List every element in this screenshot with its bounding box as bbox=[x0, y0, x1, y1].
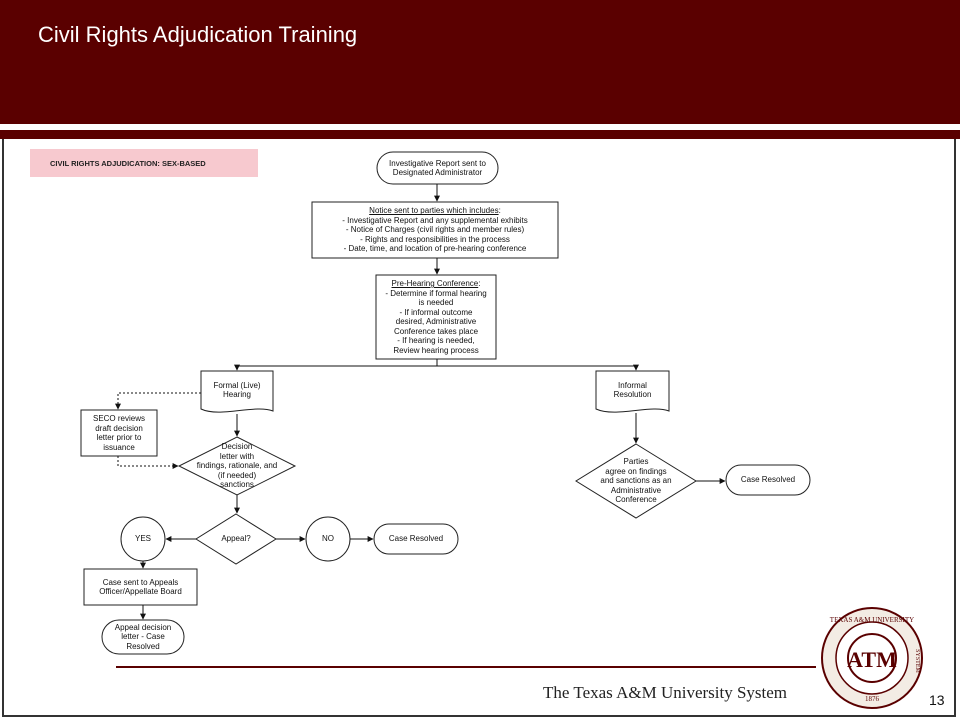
appeal-decision-shape bbox=[101, 619, 185, 655]
svg-text:ATM: ATM bbox=[847, 647, 897, 672]
prehearing-line: Conference takes place bbox=[393, 326, 479, 336]
investigative-report-node: Investigative Report sent to Designated … bbox=[377, 152, 498, 184]
no-node: NO bbox=[306, 529, 350, 549]
prehearing-node: Pre-Hearing Conference: - Determine if f… bbox=[385, 279, 487, 355]
no-label: NO bbox=[322, 534, 334, 544]
notice-line: - Rights and responsibilities in the pro… bbox=[360, 234, 510, 244]
parties-agree-shape bbox=[575, 443, 697, 519]
prehearing-line: is needed bbox=[418, 298, 454, 307]
notice-node: Notice sent to parties which includes: -… bbox=[342, 206, 528, 254]
formal-hearing-node: Formal (Live) Hearing bbox=[201, 372, 273, 408]
header-band bbox=[0, 130, 960, 139]
yes-label: YES bbox=[134, 534, 151, 544]
informal-resolution-line: Resolution bbox=[613, 390, 652, 399]
investigative-report-line: Designated Administrator bbox=[392, 168, 483, 177]
case-resolved-mid-node: Case Resolved bbox=[374, 524, 458, 554]
prehearing-heading: Pre-Hearing Conference bbox=[391, 279, 479, 288]
parties-agree-line: and sanctions as an bbox=[600, 476, 672, 486]
appeals-officer-shape bbox=[83, 568, 198, 606]
decision-letter-node: Decision letter with findings, rationale… bbox=[179, 439, 295, 493]
parties-agree-line: Conference bbox=[615, 495, 657, 505]
seco-review-line: issuance bbox=[103, 442, 135, 452]
informal-resolution-shape bbox=[595, 370, 670, 413]
footer-system-name: The Texas A&M University System bbox=[543, 683, 788, 702]
appeal-decision-line: Resolved bbox=[126, 641, 160, 651]
prehearing-line: desired, Administrative bbox=[395, 317, 477, 326]
decision-letter-line: findings, rationale, and bbox=[196, 461, 278, 471]
slide-frame bbox=[2, 139, 956, 717]
decision-letter-line: Decision bbox=[221, 442, 253, 452]
prehearing-line: - If informal outcome bbox=[399, 307, 473, 317]
case-resolved-right-shape bbox=[725, 464, 811, 496]
seco-review-line: letter prior to bbox=[96, 433, 142, 442]
case-resolved-mid-label: Case Resolved bbox=[388, 534, 444, 544]
case-resolved-right-label: Case Resolved bbox=[740, 475, 796, 485]
prehearing-line: Review hearing process bbox=[393, 345, 479, 355]
decision-letter-line: sanctions bbox=[220, 480, 254, 490]
decision-letter-line: (if needed) bbox=[217, 470, 257, 480]
decision-letter-line: letter with bbox=[219, 451, 255, 461]
informal-resolution-node: Informal Resolution bbox=[596, 372, 669, 408]
prehearing-line: - Determine if formal hearing bbox=[385, 288, 487, 298]
investigative-report-line: Investigative Report sent to bbox=[389, 158, 486, 168]
appeals-officer-node: Case sent to Appeals Officer/Appellate B… bbox=[84, 569, 197, 605]
notice-line: - Date, time, and location of pre-hearin… bbox=[343, 244, 527, 254]
notice-heading: Notice sent to parties which includes bbox=[369, 206, 499, 216]
appeal-decision-line: Appeal decision bbox=[114, 622, 172, 632]
seco-review-line: SECO reviews bbox=[92, 414, 145, 423]
notice-line: - Notice of Charges (civil rights and me… bbox=[345, 225, 525, 235]
parties-agree-line: agree on findings bbox=[605, 466, 667, 476]
dotted-formal-seco bbox=[115, 392, 201, 410]
case-resolved-mid-shape bbox=[373, 523, 459, 555]
diagram-badge: CIVIL RIGHTS ADJUDICATION: SEX-BASED bbox=[30, 149, 258, 177]
notice-line: - Investigative Report and any supplemen… bbox=[342, 215, 528, 225]
appeals-officer-line: Case sent to Appeals bbox=[102, 577, 179, 587]
parties-agree-node: Parties agree on findings and sanctions … bbox=[576, 454, 696, 508]
parties-agree-line: Parties bbox=[623, 457, 649, 467]
appeal-node: Appeal? bbox=[196, 529, 276, 549]
formal-hearing-shape bbox=[200, 370, 274, 413]
appeal-label: Appeal? bbox=[221, 534, 251, 544]
prehearing-shape bbox=[375, 274, 497, 360]
dotted-seco-decision bbox=[117, 456, 179, 469]
appeal-decision-node: Appeal decision letter - Case Resolved bbox=[102, 620, 184, 654]
appeals-officer-line: Officer/Appellate Board bbox=[99, 587, 182, 596]
informal-resolution-line: Informal bbox=[618, 380, 647, 390]
appeal-shape bbox=[195, 513, 277, 565]
seco-review-shape bbox=[80, 409, 158, 457]
svg-text:SYSTEM: SYSTEM bbox=[914, 649, 920, 673]
svg-text:TEXAS A&M UNIVERSITY: TEXAS A&M UNIVERSITY bbox=[830, 616, 914, 624]
page-number: 13 bbox=[929, 692, 945, 708]
formal-hearing-line: Formal (Live) bbox=[213, 380, 261, 390]
header-bar: Civil Rights Adjudication Training bbox=[0, 0, 960, 124]
university-seal-logo: ATM TEXAS A&M UNIVERSITY 1876 SYSTEM bbox=[821, 607, 923, 709]
yes-node: YES bbox=[121, 529, 165, 549]
seco-review-node: SECO reviews draft decision letter prior… bbox=[81, 410, 157, 456]
formal-hearing-line: Hearing bbox=[222, 390, 251, 399]
appeal-decision-line: letter - Case bbox=[121, 632, 165, 642]
notice-shape bbox=[311, 201, 559, 259]
prehearing-line: - If hearing is needed, bbox=[397, 336, 475, 345]
slide-title: Civil Rights Adjudication Training bbox=[38, 22, 358, 47]
footer-rule bbox=[116, 666, 816, 668]
parties-agree-line: Administrative bbox=[610, 485, 662, 495]
svg-text:1876: 1876 bbox=[865, 695, 880, 703]
case-resolved-right-node: Case Resolved bbox=[726, 465, 810, 495]
seco-review-line: draft decision bbox=[95, 423, 143, 433]
